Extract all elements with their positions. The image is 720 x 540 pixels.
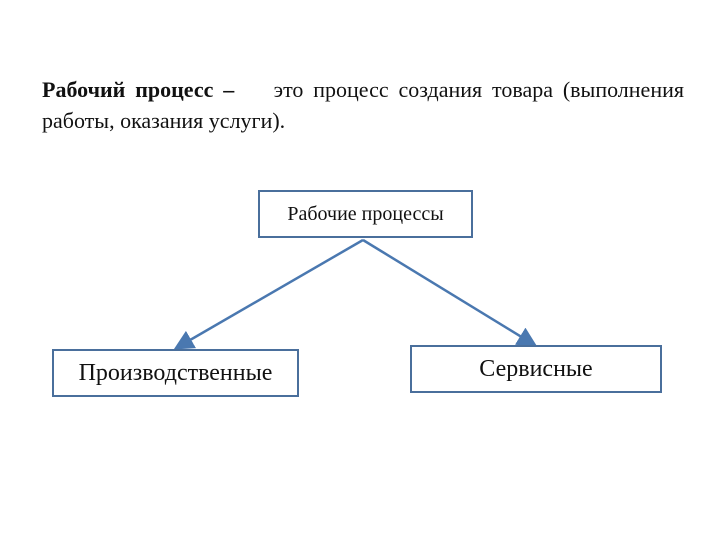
child-node-production-label: Производственные [78,359,273,386]
child-node-service-box: Сервисные [410,345,662,393]
definition-text: это процесс создания товара (выполнения … [42,77,684,133]
connector-left-arrow [173,238,364,350]
definition-term: Рабочий процесс – [42,77,235,102]
connector-right-arrow [362,238,538,347]
child-node-service-label: Сервисные [479,355,593,382]
root-node-box: Рабочие процессы [258,190,473,238]
definition-paragraph: Рабочий процесс – это процесс создания т… [42,74,684,136]
child-node-production-box: Производственные [52,349,299,397]
root-node-label: Рабочие процессы [287,202,444,225]
